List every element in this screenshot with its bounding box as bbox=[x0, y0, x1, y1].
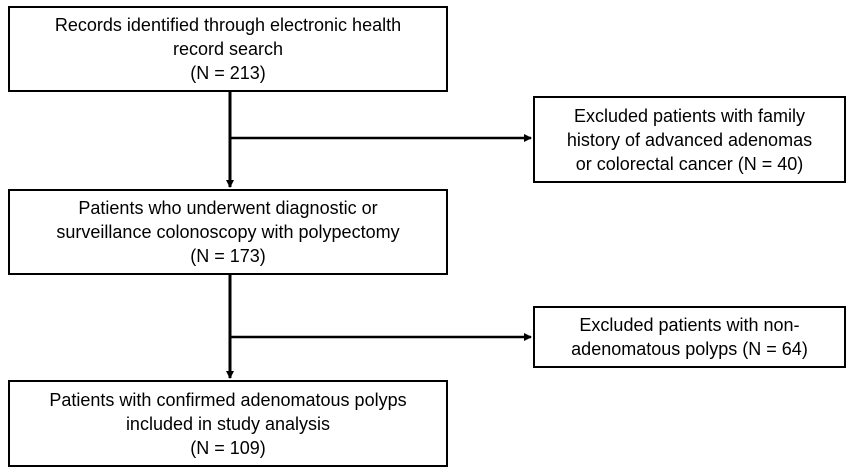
box-included-analysis-count: (N = 109) bbox=[190, 437, 266, 458]
box-excluded-family-history-line-3: or colorectal cancer (N = 40) bbox=[575, 153, 804, 174]
box-excluded-non-adenomatous-line-2: adenomatous polyps (N = 64) bbox=[571, 339, 808, 359]
box-underwent-colonoscopy-line-1: Patients who underwent diagnostic or bbox=[78, 198, 378, 218]
box-excluded-family-history-line-2: history of advanced adenomas bbox=[566, 129, 813, 150]
box-records-identified-count: (N = 213) bbox=[190, 63, 266, 83]
box-excluded-non-adenomatous-line-1: Excluded patients with non- bbox=[579, 315, 800, 335]
box-records-identified-line-2: record search bbox=[172, 39, 284, 59]
box-excluded-non-adenomatous: Excluded patients with non- adenomatous … bbox=[533, 306, 846, 368]
box-underwent-colonoscopy: Patients who underwent diagnostic or sur… bbox=[8, 189, 448, 275]
box-underwent-colonoscopy-line-2: surveillance colonoscopy with polypectom… bbox=[56, 222, 400, 242]
box-included-analysis: Patients with confirmed adenomatous poly… bbox=[8, 380, 448, 467]
box-included-analysis-line-1: Patients with confirmed adenomatous poly… bbox=[49, 389, 407, 410]
box-included-analysis-line-2: included in study analysis bbox=[125, 413, 331, 434]
box-excluded-family-history: Excluded patients with family history of… bbox=[533, 96, 846, 183]
box-records-identified: Records identified through electronic he… bbox=[8, 6, 448, 92]
box-records-identified-line-1: Records identified through electronic he… bbox=[54, 15, 402, 35]
box-excluded-family-history-line-1: Excluded patients with family bbox=[573, 105, 806, 126]
box-underwent-colonoscopy-count: (N = 173) bbox=[190, 246, 266, 266]
